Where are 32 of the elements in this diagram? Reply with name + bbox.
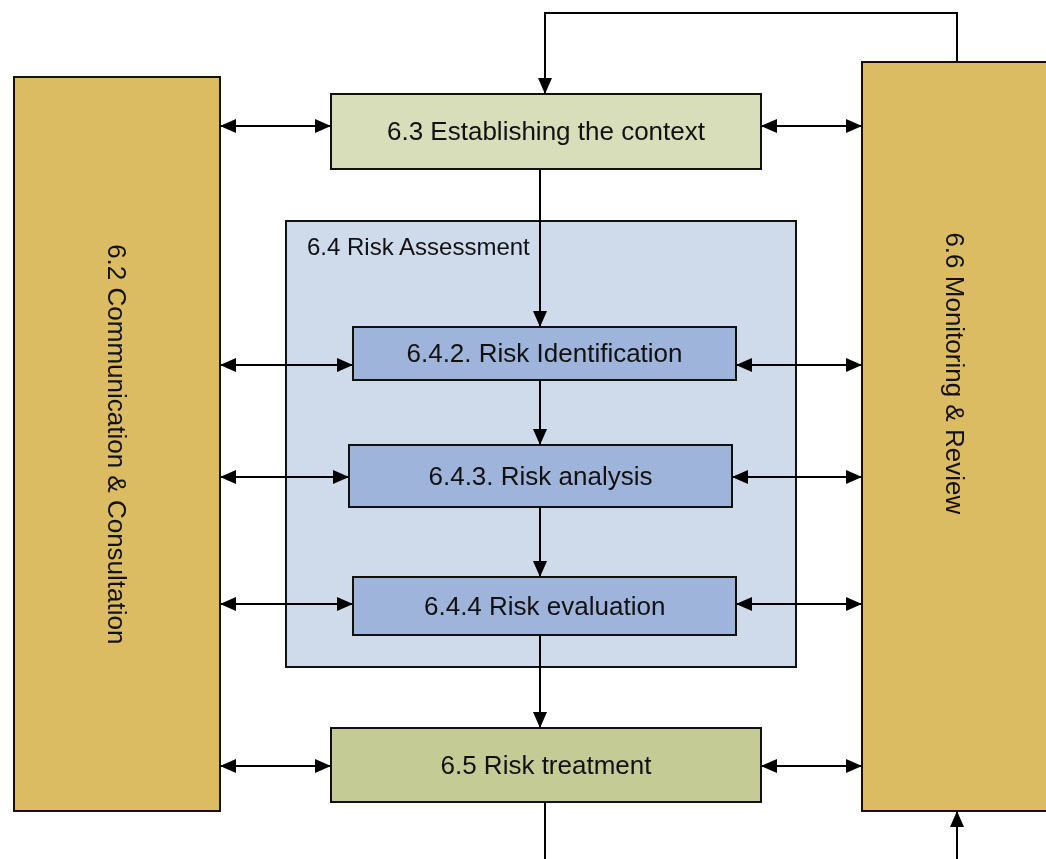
process-box (330, 727, 762, 803)
process-box (352, 326, 737, 381)
arrow (533, 507, 547, 577)
process-box (330, 93, 762, 170)
arrow (533, 169, 547, 327)
arrow (736, 358, 862, 372)
box-label: 6.6 Monitoring & Review (940, 231, 970, 514)
arrow (533, 635, 547, 728)
arrow (533, 380, 547, 445)
arrow (950, 811, 964, 859)
arrow (732, 470, 862, 484)
process-panel (13, 76, 221, 812)
group-title: 6.4 Risk Assessment (307, 234, 530, 261)
arrow (220, 119, 331, 133)
box-label: 6.2 Communication & Consultation (102, 243, 132, 644)
arrow (736, 597, 862, 611)
box-label: 6.5 Risk treatment (440, 750, 652, 780)
process-panel (861, 61, 1046, 812)
box-label: 6.3 Establishing the context (387, 117, 705, 146)
arrow (220, 358, 353, 372)
box-label: 6.4.2. Risk Identification (406, 339, 683, 368)
box-label: 6.4.4 Risk evaluation (424, 591, 666, 621)
arrow (538, 12, 958, 94)
arrow (761, 119, 862, 133)
arrow (220, 759, 331, 773)
process-box (348, 444, 733, 508)
arrow (220, 597, 353, 611)
group-box (285, 220, 797, 668)
arrow (761, 759, 862, 773)
process-box (352, 576, 737, 636)
arrow (220, 470, 349, 484)
box-label: 6.4.3. Risk analysis (428, 461, 653, 491)
